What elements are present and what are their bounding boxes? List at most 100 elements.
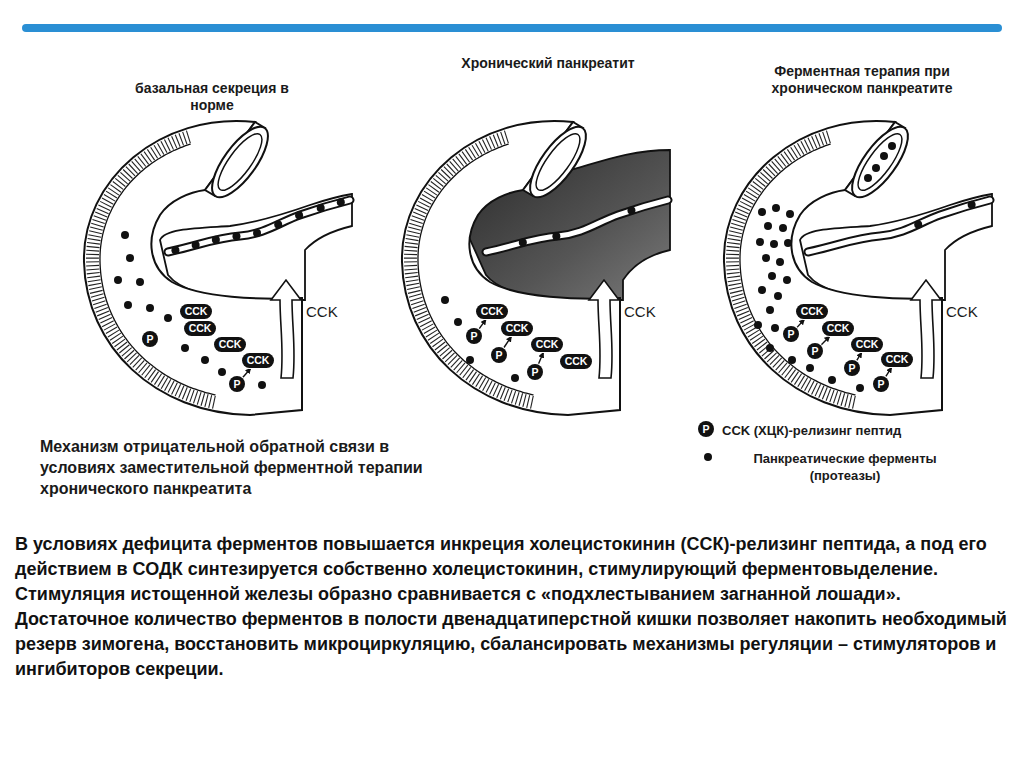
enzyme-dot-swatch: [704, 453, 712, 461]
mucosal-fold: [731, 223, 743, 227]
duodenum: [402, 121, 620, 415]
mucosal-fold: [404, 269, 417, 270]
mucosal-fold: [405, 246, 418, 247]
mucosal-fold: [727, 242, 740, 244]
mucosal-fold: [453, 159, 461, 169]
mucosal-fold: [504, 131, 508, 143]
mucosal-fold: [412, 304, 424, 308]
node-text: CCK: [506, 323, 529, 334]
mucosal-fold: [463, 367, 471, 377]
mucosal-fold: [431, 181, 441, 189]
mucosal-fold: [183, 132, 187, 144]
mucosal-fold: [86, 261, 99, 262]
mucosal-fold: [409, 223, 421, 227]
mucosal-fold: [89, 231, 102, 234]
stimulation-arrow: [479, 319, 486, 328]
mucosal-fold: [822, 387, 827, 399]
node-text: CCK: [219, 339, 242, 350]
pancreas: [160, 194, 352, 300]
mucosal-fold: [841, 393, 845, 406]
mucosal-fold: [504, 389, 509, 401]
mucosal-fold: [411, 301, 423, 305]
node-text: CCK: [827, 323, 850, 334]
enzyme-dot: [784, 239, 792, 247]
cck-pill: CCK: [560, 354, 593, 369]
enzyme-dot: [146, 304, 154, 312]
hormone-label: CCK: [946, 303, 978, 320]
enzyme-dot: [783, 276, 791, 284]
mucosal-fold: [95, 212, 107, 217]
mucosal-fold: [93, 301, 105, 305]
mucosal-fold: [729, 231, 742, 234]
mucosa-surface: [100, 144, 216, 395]
enzyme-dot: [766, 306, 774, 314]
stomach-lumen: [211, 128, 269, 196]
mucosal-fold: [412, 216, 424, 220]
legend-symbol: P: [698, 421, 714, 437]
mucosal-fold: [115, 178, 125, 186]
pancreatic-duct-outline: [486, 200, 668, 252]
mucosal-fold: [88, 280, 101, 282]
mucosal-fold: [406, 280, 419, 282]
mucosal-fold: [145, 367, 153, 377]
node-text: P: [470, 331, 477, 342]
enzyme-dot: [779, 224, 787, 232]
enzyme-dot: [856, 384, 864, 392]
hormone-label: CCK: [624, 303, 656, 320]
enzyme-dot: [258, 381, 266, 389]
mucosal-fold: [726, 265, 739, 267]
mucosal-fold: [727, 246, 740, 247]
mucosal-fold: [436, 175, 446, 183]
mucosal-fold: [404, 265, 417, 267]
mucosal-fold: [763, 170, 772, 179]
enzyme-dot: [764, 222, 772, 230]
enzyme-dot: [772, 204, 780, 212]
mucosal-fold: [87, 273, 100, 274]
stimulation-arrow: [243, 368, 251, 377]
mucosal-fold: [730, 227, 743, 230]
figure-caption: Механизм отрицательной обратной связи в …: [40, 436, 460, 499]
enzyme-dot: [770, 240, 778, 248]
mucosal-fold: [90, 227, 103, 230]
stimulation-arrow: [797, 319, 804, 327]
mucosal-fold: [727, 273, 740, 274]
pancreatic-duct: [486, 200, 668, 252]
mucosal-fold: [404, 250, 417, 252]
mucosal-fold: [138, 156, 146, 166]
mucosal-fold: [775, 159, 783, 169]
mucosal-fold: [460, 365, 468, 375]
mucosal-fold: [459, 154, 467, 164]
mucosal-fold: [414, 308, 426, 313]
mucosal-fold: [440, 348, 450, 357]
mucosal-fold: [442, 350, 452, 359]
mucosal-fold: [404, 254, 417, 256]
cck-pill: CCK: [184, 321, 217, 336]
mucosal-fold: [447, 164, 456, 174]
mucosal-fold: [497, 133, 502, 145]
mucosal-fold: [89, 287, 102, 290]
mucosal-fold: [406, 235, 419, 238]
mucosal-fold: [531, 396, 534, 409]
mucosal-fold: [819, 133, 824, 145]
mucosal-fold: [407, 231, 420, 234]
mucosal-fold: [728, 235, 741, 238]
mucosal-fold: [433, 339, 443, 347]
enzyme-dot: [164, 314, 172, 322]
mucosal-fold: [409, 294, 422, 297]
enzyme-dot: [872, 164, 880, 172]
mucosal-fold: [728, 280, 741, 282]
mucosal-fold: [117, 342, 127, 350]
mucosal-fold: [130, 355, 139, 364]
mucosal-fold: [758, 175, 768, 183]
mucosal-fold: [451, 358, 460, 367]
mucosal-fold: [734, 216, 746, 220]
node-text: P: [848, 363, 855, 374]
mucosal-fold: [779, 363, 787, 373]
feedback-arrow: [911, 280, 941, 378]
mucosal-fold: [113, 181, 123, 189]
mucosal-fold: [209, 395, 212, 408]
enzyme-dot: [121, 231, 129, 239]
mucosal-fold: [435, 342, 445, 350]
node-text: CCK: [856, 339, 879, 350]
mucosal-fold: [448, 355, 457, 364]
